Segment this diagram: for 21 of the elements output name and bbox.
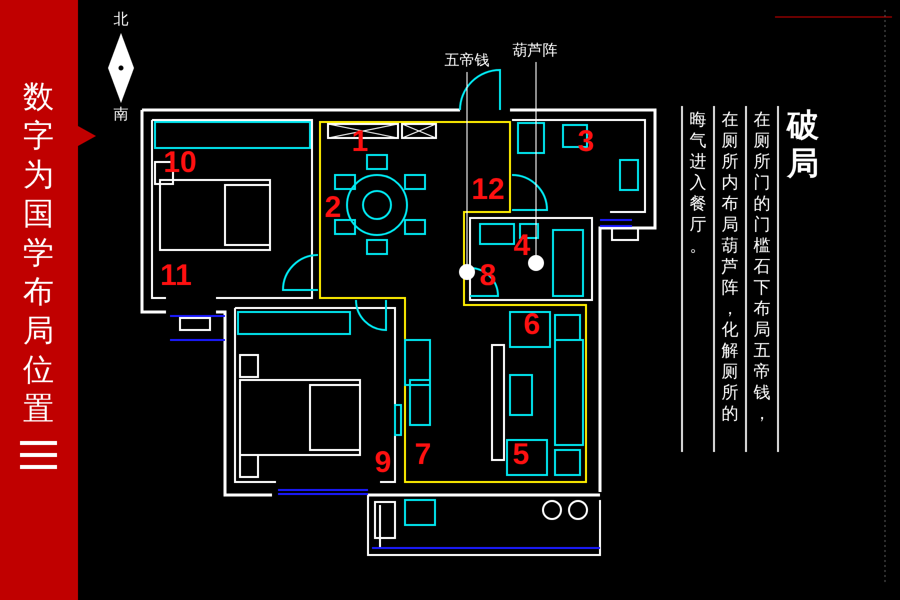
marker-dot: [528, 255, 544, 271]
callout-text: 五帝钱: [436, 50, 498, 70]
vertical-text-column: 晦气进入餐厅。: [689, 110, 707, 257]
callout-number: 4: [514, 231, 530, 261]
callout-number: 5: [512, 440, 530, 470]
marker-dot: [459, 264, 475, 280]
compass-label: 北: [112, 9, 130, 29]
section-heading: 破局: [785, 106, 820, 182]
callout-number: 9: [374, 448, 392, 478]
callout-number: 10: [163, 148, 197, 178]
callout-number: 11: [160, 261, 192, 291]
leader-line: [466, 72, 468, 264]
callout-number: 2: [324, 193, 342, 223]
callout-number: 7: [414, 440, 432, 470]
callout-number: 6: [524, 310, 540, 340]
vertical-text-column: 在厕所门的门槛石下布局五帝钱，: [753, 110, 771, 425]
compass-label: 南: [112, 104, 130, 124]
callout-text: 葫芦阵: [503, 40, 567, 60]
vertical-text-column: 在厕所内布局葫芦阵，化解厕所的: [721, 110, 739, 425]
vertical-title: 数字为国学布局位置: [22, 78, 55, 429]
callout-number: 12: [471, 175, 505, 205]
